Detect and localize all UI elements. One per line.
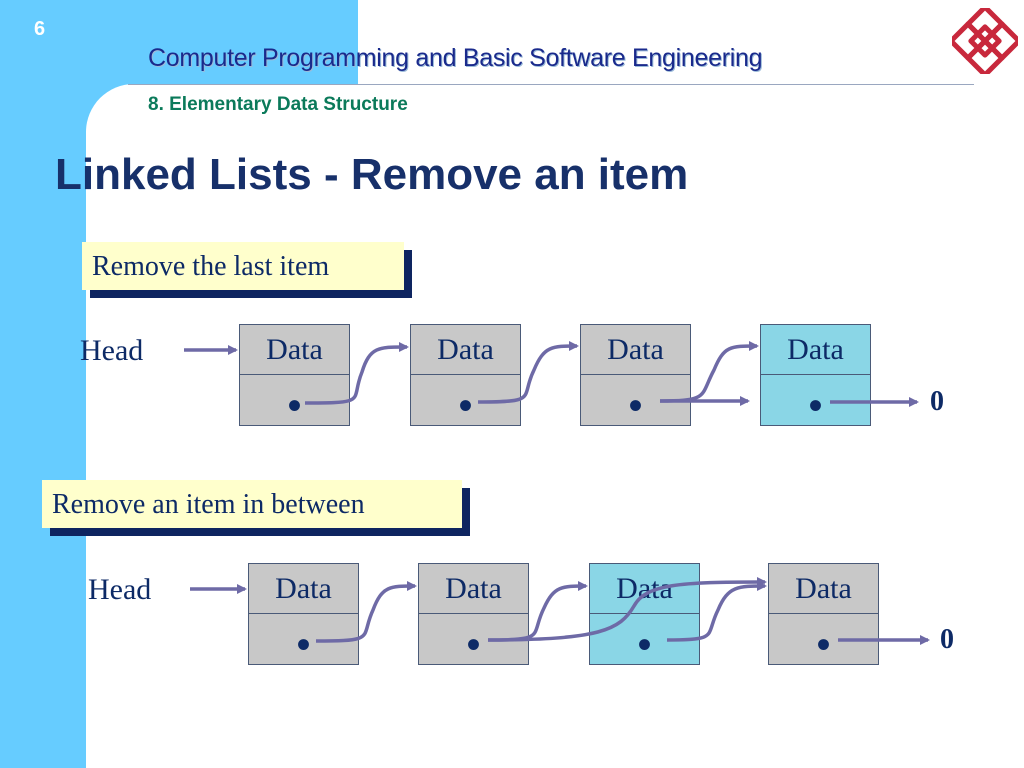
node-data: Data bbox=[411, 325, 520, 375]
node-pointer: • bbox=[458, 383, 473, 428]
node-2-1: Data • bbox=[248, 563, 359, 667]
bypass-arrow-2 bbox=[487, 577, 767, 642]
node-2-3-removed: Data • bbox=[589, 563, 700, 667]
node-data: Data bbox=[240, 325, 349, 375]
header-background bbox=[358, 0, 1024, 84]
university-logo-icon bbox=[952, 8, 1018, 74]
link-arrow-1-3 bbox=[659, 341, 759, 403]
node-1-1: Data • bbox=[239, 324, 350, 428]
link-arrow-2-1 bbox=[315, 581, 417, 643]
callout-remove-between: Remove an item in between bbox=[42, 480, 462, 528]
slide-title: Linked Lists - Remove an item bbox=[55, 150, 689, 199]
node-1-3: Data • bbox=[580, 324, 691, 428]
node-pointer: • bbox=[637, 622, 652, 667]
node-2-4: Data • bbox=[768, 563, 879, 667]
node-pointer: • bbox=[296, 622, 311, 667]
node-1-4-removed: Data • bbox=[760, 324, 871, 428]
callout-remove-last: Remove the last item bbox=[82, 242, 404, 290]
link-arrow-1-2 bbox=[477, 341, 579, 404]
course-title: Computer Programming and Basic Software … bbox=[148, 44, 763, 72]
link-arrow-2-2 bbox=[487, 581, 588, 642]
link-arrow-2-3 bbox=[666, 581, 767, 642]
null-label-2: 0 bbox=[940, 624, 954, 655]
header-divider bbox=[128, 84, 974, 85]
node-pointer: • bbox=[466, 622, 481, 667]
node-data: Data bbox=[249, 564, 358, 614]
node-pointer: • bbox=[287, 383, 302, 428]
node-data: Data bbox=[769, 564, 878, 614]
node-pointer: • bbox=[816, 622, 831, 667]
slide-number: 6 bbox=[34, 18, 46, 40]
link-arrow-1-1 bbox=[304, 341, 409, 405]
chapter-subtitle: 8. Elementary Data Structure bbox=[148, 94, 408, 115]
node-data: Data bbox=[581, 325, 690, 375]
node-2-2: Data • bbox=[418, 563, 529, 667]
null-label-1: 0 bbox=[930, 386, 944, 417]
head-label-2: Head bbox=[88, 573, 152, 606]
node-pointer: • bbox=[628, 383, 643, 428]
node-data: Data bbox=[761, 325, 870, 375]
node-pointer: • bbox=[808, 383, 823, 428]
node-data: Data bbox=[419, 564, 528, 614]
head-label-1: Head bbox=[80, 334, 144, 367]
node-1-2: Data • bbox=[410, 324, 521, 428]
